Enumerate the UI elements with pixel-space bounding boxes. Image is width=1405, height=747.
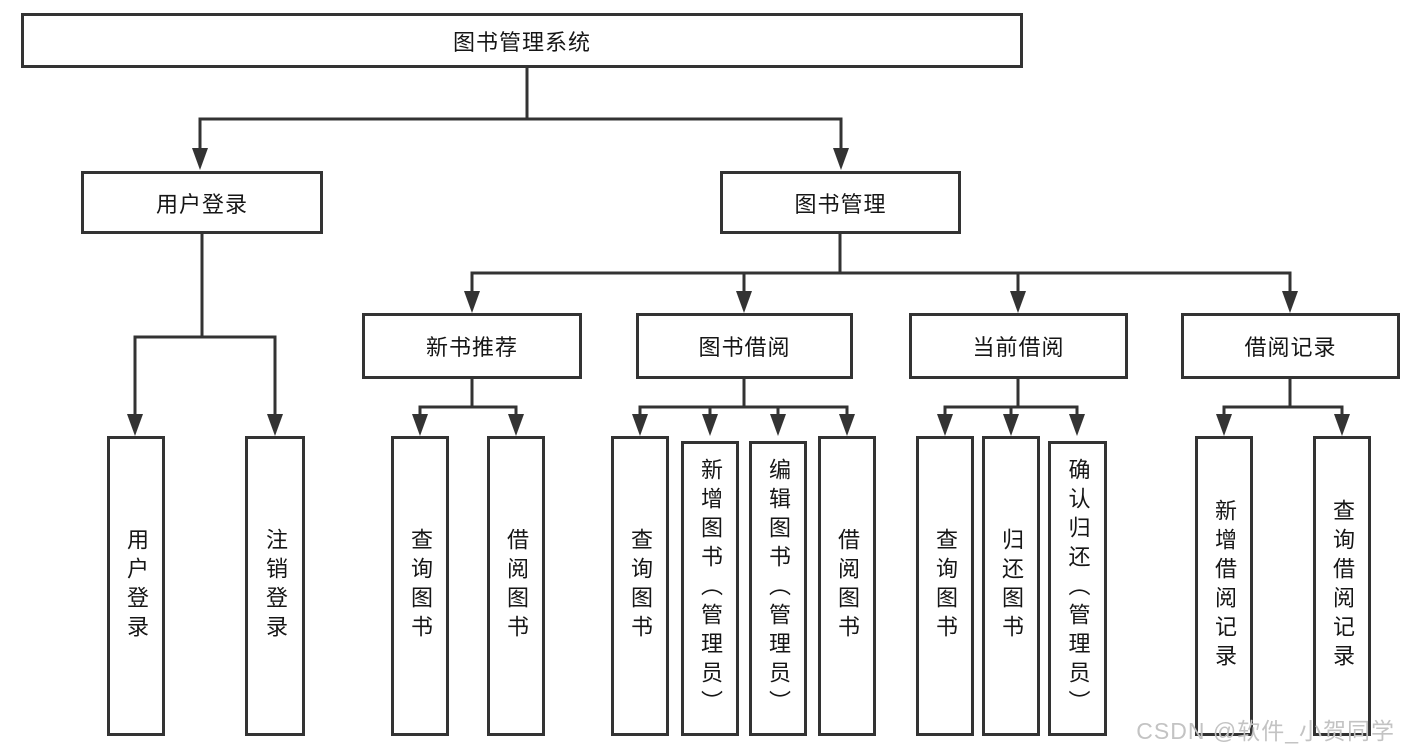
leaf-current-return-label: 归还图书 bbox=[999, 528, 1024, 644]
node-book-borrow-label: 图书借阅 bbox=[698, 335, 791, 360]
watermark-text: CSDN @软件_小贺同学 bbox=[1136, 718, 1395, 744]
node-root-label: 图书管理系统 bbox=[452, 29, 591, 55]
leaf-current-confirm-label: 确认归还（管理员） bbox=[1065, 458, 1091, 719]
node-book-borrow: 图书借阅 bbox=[636, 313, 853, 379]
node-borrow-records: 借阅记录 bbox=[1181, 313, 1400, 379]
node-borrow-records-label: 借阅记录 bbox=[1244, 335, 1337, 360]
leaf-records-query-label: 查询借阅记录 bbox=[1330, 499, 1355, 673]
leaf-borrow-borrow: 借阅图书 bbox=[818, 436, 876, 736]
leaf-current-query-label: 查询图书 bbox=[933, 528, 958, 644]
leaf-records-add-label: 新增借阅记录 bbox=[1212, 499, 1237, 673]
leaf-newbook-query-label: 查询图书 bbox=[408, 528, 433, 644]
leaf-newbook-query: 查询图书 bbox=[391, 436, 449, 736]
leaf-borrow-edit-label: 编辑图书（管理员） bbox=[766, 458, 791, 719]
node-current-borrow: 当前借阅 bbox=[909, 313, 1128, 379]
node-user-login-label: 用户登录 bbox=[155, 191, 248, 217]
leaf-current-return: 归还图书 bbox=[982, 436, 1040, 736]
leaf-borrow-add-label: 新增图书（管理员） bbox=[698, 458, 723, 719]
node-new-book-recommend-label: 新书推荐 bbox=[425, 335, 518, 360]
node-new-book-recommend: 新书推荐 bbox=[362, 313, 582, 379]
node-root: 图书管理系统 bbox=[21, 13, 1023, 68]
leaf-borrow-query: 查询图书 bbox=[611, 436, 669, 736]
leaf-current-confirm: 确认归还（管理员） bbox=[1048, 441, 1107, 736]
leaf-borrow-query-label: 查询图书 bbox=[628, 528, 653, 644]
leaf-records-query: 查询借阅记录 bbox=[1313, 436, 1371, 736]
leaf-user-login: 用户登录 bbox=[107, 436, 165, 736]
leaf-logout-label: 注销登录 bbox=[263, 528, 288, 644]
node-current-borrow-label: 当前借阅 bbox=[972, 335, 1065, 360]
leaf-borrow-borrow-label: 借阅图书 bbox=[835, 528, 860, 644]
leaf-user-login-label: 用户登录 bbox=[124, 528, 149, 644]
node-user-login: 用户登录 bbox=[81, 171, 323, 234]
leaf-borrow-edit: 编辑图书（管理员） bbox=[749, 441, 807, 736]
leaf-records-add: 新增借阅记录 bbox=[1195, 436, 1253, 736]
leaf-logout: 注销登录 bbox=[245, 436, 305, 736]
leaf-newbook-borrow: 借阅图书 bbox=[487, 436, 545, 736]
node-book-management-label: 图书管理 bbox=[794, 191, 887, 217]
leaf-newbook-borrow-label: 借阅图书 bbox=[504, 528, 529, 644]
leaf-borrow-add: 新增图书（管理员） bbox=[681, 441, 739, 736]
node-book-management: 图书管理 bbox=[720, 171, 961, 234]
leaf-current-query: 查询图书 bbox=[916, 436, 974, 736]
